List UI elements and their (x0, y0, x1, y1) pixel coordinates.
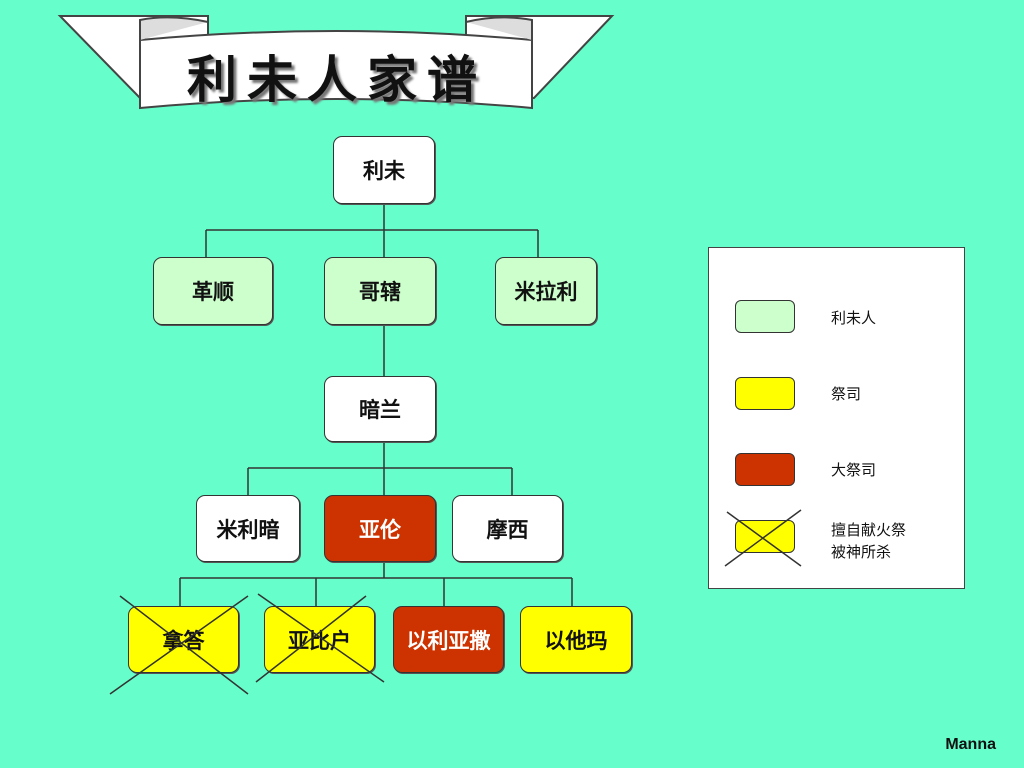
legend-swatch-high-priest (735, 453, 795, 486)
node-eleazar: 以利亚撒 (393, 606, 504, 673)
legend-swatch-priest (735, 377, 795, 410)
cross-line-abihu-b (255, 595, 367, 683)
legend-swatch-levite (735, 300, 795, 333)
legend-label-struck-1: 擅自献火祭 (831, 521, 907, 539)
legend-label-struck-2: 被神所杀 (831, 543, 892, 561)
node-amram: 暗兰 (324, 376, 436, 442)
node-moses: 摩西 (452, 495, 563, 562)
legend-label-priest: 祭司 (831, 385, 862, 403)
node-miriam: 米利暗 (196, 495, 300, 562)
cross-line-abihu-a (257, 593, 385, 683)
node-gershon: 革顺 (153, 257, 273, 325)
cross-line-nadab-b (109, 595, 249, 695)
cross-line-nadab-a (119, 595, 249, 695)
legend-label-high-priest: 大祭司 (831, 461, 877, 479)
node-ithamar: 以他玛 (520, 606, 632, 673)
legend-cross-icon (724, 509, 802, 567)
node-levi: 利未 (333, 136, 435, 204)
node-merari: 米拉利 (495, 257, 597, 325)
legend: 利未人 祭司 大祭司 擅自献火祭 被神所杀 (708, 247, 965, 589)
watermark: Manna (945, 736, 996, 753)
legend-label-levite: 利未人 (831, 309, 877, 327)
node-kohath: 哥辖 (324, 257, 436, 325)
page-title: 利未人家谱 (187, 50, 487, 109)
node-aaron: 亚伦 (324, 495, 436, 562)
title-banner (57, 15, 615, 110)
